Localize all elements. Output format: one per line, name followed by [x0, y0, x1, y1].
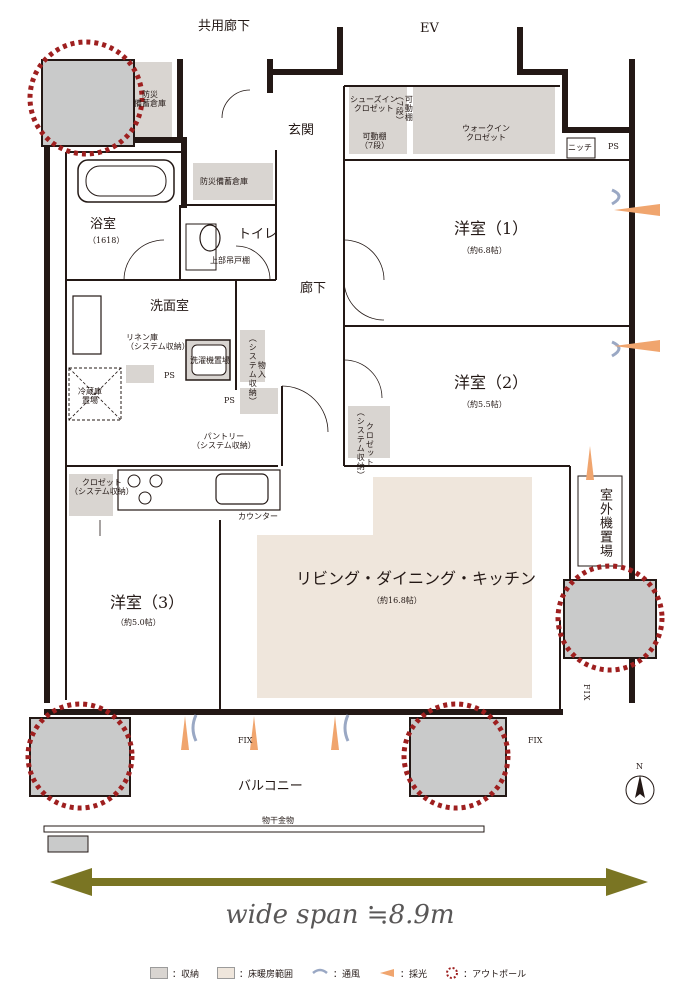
fix-b-label: FIX	[528, 736, 543, 745]
movable-shelf-a-label: 可動棚 （7段）	[395, 92, 414, 126]
ldk-label: リビング・ダイニング・キッチン	[296, 569, 537, 588]
walkin-closet-label: ウォークイン クロゼット	[462, 124, 510, 143]
linen-label: リネン庫 （システム収納）	[126, 333, 190, 352]
pillars	[29, 59, 657, 797]
balcony-rail	[43, 825, 485, 833]
legend-item-ventilation: ：通風	[311, 967, 360, 980]
interior-walls	[65, 85, 632, 712]
storage-bousai-top-label: 防災 備蓄倉庫	[134, 90, 166, 109]
legend-item-daylight: ：採光	[378, 967, 427, 980]
legend-item-outpole: ：アウトポール	[445, 966, 526, 980]
legend-floorheat-label: ：床暖房範囲	[239, 969, 294, 980]
hall-label: 廊下	[300, 281, 327, 296]
fix-a-label: FIX	[238, 736, 253, 745]
room3-size-label: （約5.0帖）	[116, 618, 161, 627]
floorheat-area	[257, 477, 532, 698]
fridge-place	[68, 367, 122, 421]
room3-label: 洋室（3）	[110, 593, 185, 612]
niche-label: ニッチ	[568, 143, 592, 152]
room2-size-label: （約5.5帖）	[462, 400, 507, 409]
legend-storage-label: ：収納	[172, 969, 200, 980]
toilet-label: トイレ	[238, 227, 278, 242]
outpole-rings	[25, 39, 665, 811]
span-arrow-icon	[50, 868, 648, 896]
floorheat-swatch	[217, 967, 236, 979]
legend-item-floorheat: ：床暖房範囲	[217, 967, 293, 980]
kitchen-counter	[117, 469, 281, 511]
outdoor-unit-label: 室外機置場	[596, 488, 612, 558]
storage-bousai-top	[130, 62, 172, 140]
counter-label: カウンター	[238, 512, 278, 521]
legend: ：収納 ：床暖房範囲 ：通風 ：採光 ：アウトポール	[150, 966, 526, 980]
bath-size-label: （1618）	[88, 236, 125, 245]
washer-label: 洗濯機置場	[190, 356, 230, 365]
corridor-label: 共用廊下	[198, 19, 251, 34]
storage-niche	[566, 137, 596, 159]
storage-walkin	[413, 86, 555, 154]
laundry-pole-label: 物干金物	[262, 816, 294, 825]
storage-mono-label: 物入 （システム収納）	[248, 334, 267, 406]
room2-label: 洋室（2）	[454, 373, 529, 392]
fridge-label: 冷蔵庫 置場	[78, 387, 102, 406]
fix-c-label: FIX	[582, 684, 592, 702]
storage-bousai-mid	[193, 163, 273, 200]
ps-kitchen-label: PS	[224, 396, 235, 405]
legend-outpole-label: ：アウトポール	[463, 969, 527, 980]
ev-label: EV	[420, 21, 439, 36]
toilet-bowl	[199, 224, 221, 252]
storage-pantry	[240, 388, 278, 414]
legend-item-storage: ：収納	[150, 967, 199, 980]
bathtub	[77, 159, 175, 203]
storage-linen	[126, 365, 154, 383]
movable-shelf-b-label: 可動棚 （7段）	[360, 132, 390, 151]
storage-closet3	[69, 474, 113, 516]
wide-span-text: wide span ≒8.9m	[225, 900, 455, 930]
sun-icon	[380, 969, 395, 977]
bath-label: 浴室	[90, 217, 117, 232]
closet2-label: クロゼット （システム収納）	[356, 408, 375, 480]
balcony-label: バルコニー	[238, 779, 303, 794]
ps-top-label: PS	[608, 142, 619, 151]
pantry-label: パントリー （システム収納）	[192, 432, 256, 451]
shoes-closet-label: シューズイン クロゼット	[350, 95, 398, 114]
wind-icon	[312, 968, 328, 974]
room1-label: 洋室（1）	[454, 219, 529, 238]
north-icon	[625, 775, 655, 805]
ps-wash-label: PS	[164, 371, 175, 380]
legend-daylight-label: ：採光	[400, 969, 428, 980]
storage-swatch	[150, 967, 168, 979]
entrance-label: 玄関	[288, 123, 315, 138]
room1-size-label: （約6.8帖）	[462, 246, 507, 255]
north-label: N	[636, 762, 643, 771]
wash-basin	[72, 295, 102, 355]
closet3-label: クロゼット （システム収納）	[70, 478, 134, 497]
storage-bousai-mid-label: 防災備蓄倉庫	[200, 177, 248, 186]
upper-cabinet-label: 上部吊戸棚	[210, 256, 250, 265]
storage-closet2	[348, 406, 390, 458]
storage-shoes	[349, 86, 407, 154]
sun-marks	[181, 204, 660, 750]
outpole-icon	[446, 967, 459, 979]
washroom-label: 洗面室	[150, 299, 190, 314]
ldk-size-label: （約16.8帖）	[372, 596, 422, 605]
wind-marks	[191, 188, 621, 742]
legend-ventilation-label: ：通風	[333, 969, 361, 980]
storage-mono	[240, 330, 265, 382]
